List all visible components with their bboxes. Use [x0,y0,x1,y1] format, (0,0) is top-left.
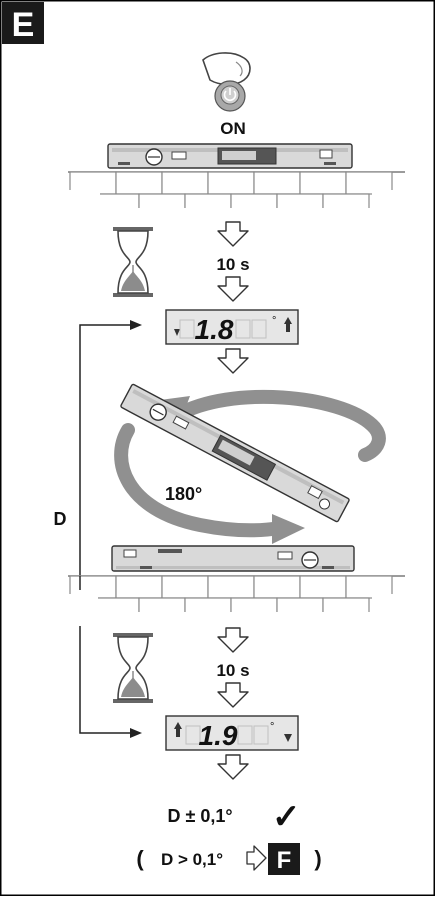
result-condition: D ± 0,1° [167,806,232,826]
wall-bottom [60,575,412,626]
hourglass-icon [112,226,154,298]
power-on-label: ON [220,119,246,138]
check-icon: ✓ [272,798,301,836]
right-arrow-icon [246,845,267,871]
down-arrow-icon [217,627,249,653]
display-first: 1.8 ° [165,309,299,345]
spirit-level-bottom [111,545,355,572]
display-second-unit: ° [270,721,274,733]
hourglass-icon [112,632,154,704]
alt-target-letter: F [277,847,292,874]
power-button-icon [214,80,246,112]
display-second: 1.9 ° [165,715,299,751]
display-second-value: 1.9 [199,720,238,751]
spirit-level-top [107,143,353,169]
difference-bracket [79,320,142,738]
difference-label: D [54,509,67,529]
wait-first-label: 10 s [216,255,249,274]
step-label: E [2,2,44,44]
alt-open-paren: ( [136,846,144,871]
wall-top [60,171,412,222]
alt-close-paren: ) [314,846,321,871]
down-arrow-icon [217,276,249,302]
down-arrow-icon [217,754,249,780]
alt-target-box [268,843,300,875]
alt-condition: D > 0,1° [161,850,223,869]
step-letter: E [12,6,35,44]
down-arrow-icon [217,348,249,374]
display-first-unit: ° [272,315,276,327]
spirit-level-rotating [120,383,350,523]
finger-press-icon [202,52,251,86]
down-arrow-icon [217,221,249,247]
wait-second-label: 10 s [216,661,249,680]
down-arrow-icon [217,682,249,708]
display-first-value: 1.8 [195,314,234,345]
rotation-label: 180° [165,484,202,504]
